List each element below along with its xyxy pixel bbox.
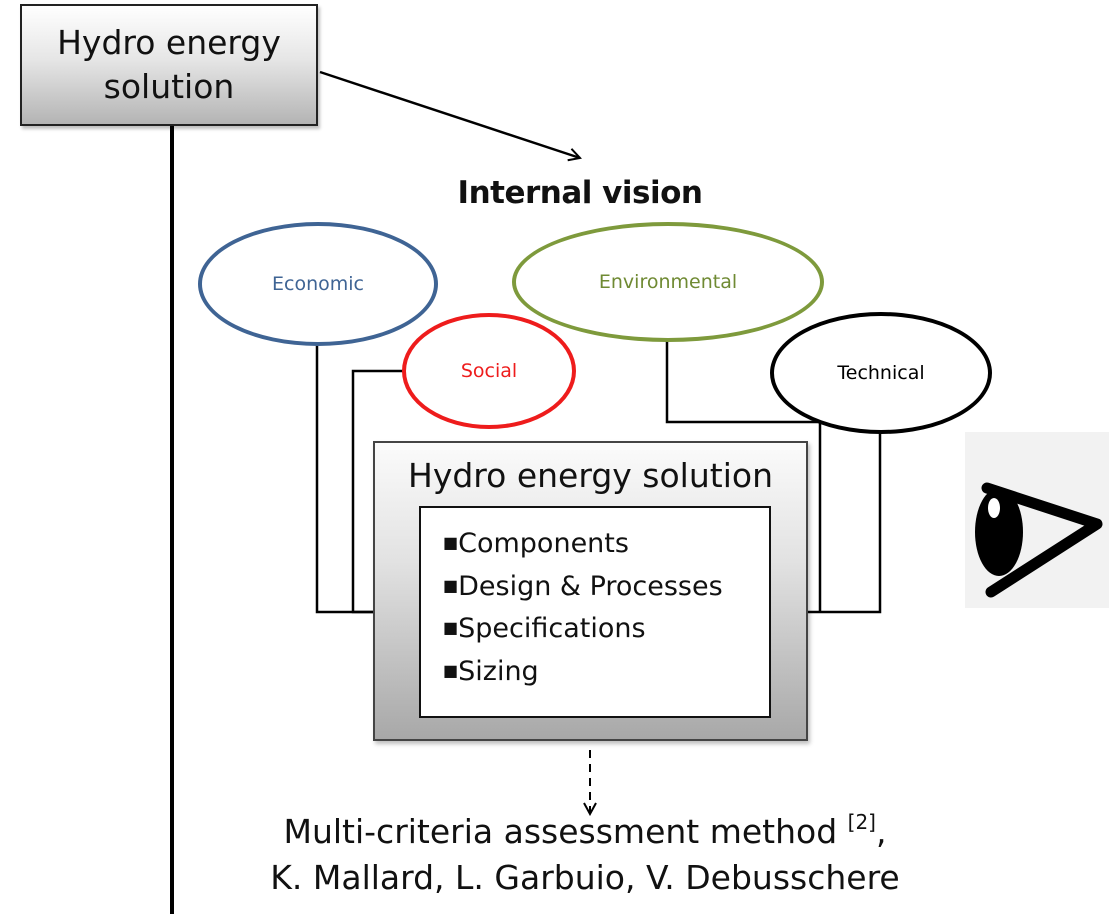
vision-arrow bbox=[319, 70, 580, 158]
list-item: ■Components bbox=[443, 528, 629, 559]
technical-connector bbox=[773, 430, 882, 612]
technical-ellipse: Technical bbox=[770, 312, 992, 434]
environmental-connector bbox=[665, 340, 822, 612]
social-ellipse: Social bbox=[402, 313, 576, 429]
bullet-square-icon: ■ bbox=[443, 533, 459, 552]
bullet-square-icon: ■ bbox=[443, 660, 459, 680]
top-box-line1: Hydro energy bbox=[57, 23, 281, 62]
top-box-line2: solution bbox=[103, 67, 235, 106]
solution-box-title: Hydro energy solution bbox=[408, 456, 773, 495]
solution-details-list: ■Components ■Design & Processes ■Specifi… bbox=[443, 522, 723, 692]
social-label: Social bbox=[460, 360, 518, 382]
economic-label: Economic bbox=[272, 273, 364, 295]
eye-icon bbox=[965, 432, 1109, 608]
hydro-energy-solution-box: Hydro energy solution bbox=[20, 4, 318, 126]
bullet-square-icon: ■ bbox=[443, 575, 459, 595]
internal-vision-title: Internal vision bbox=[457, 175, 703, 211]
environmental-label: Environmental bbox=[598, 271, 738, 293]
technical-label: Technical bbox=[837, 362, 925, 384]
method-authors: K. Mallard, L. Garbuio, V. Debusschere bbox=[270, 858, 900, 897]
reference-marker: [2] bbox=[847, 810, 876, 834]
economic-ellipse: Economic bbox=[198, 222, 438, 346]
list-item: ■Specifications bbox=[443, 613, 646, 644]
list-item: ■Design & Processes bbox=[443, 570, 723, 602]
bullet-square-icon: ■ bbox=[443, 618, 459, 637]
list-item: ■Sizing bbox=[443, 655, 539, 687]
environmental-ellipse: Environmental bbox=[512, 222, 824, 342]
method-title: Multi-criteria assessment method [2], bbox=[283, 810, 887, 851]
solution-details-box bbox=[419, 506, 771, 718]
